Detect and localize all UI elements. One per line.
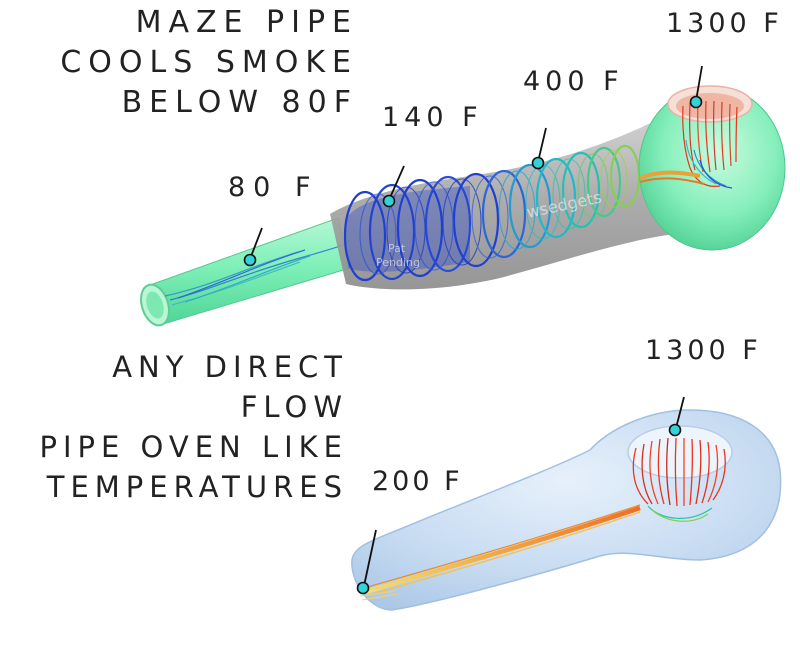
maze-pipe-heading: MAZE PIPE COOLS SMOKE BELOW 80F <box>60 3 358 123</box>
maze-pipe: Pat Pending wsedgets <box>140 65 786 327</box>
maze-coils <box>343 144 641 282</box>
heading-line: COOLS SMOKE <box>60 45 358 80</box>
watermark-line: Pending <box>376 256 420 269</box>
direct-flow-heading: ANY DIRECT FLOW PIPE OVEN LIKE TEMPERATU… <box>0 347 348 507</box>
direct-mouthpiece-temperature-label: 200 F <box>372 466 463 497</box>
temperature-marker <box>356 423 682 595</box>
heading-line: PIPE OVEN LIKE <box>39 430 348 464</box>
direct-flow-pipe <box>351 396 782 611</box>
maze-bowl <box>638 85 786 251</box>
upper-maze-temperature-label: 400 F <box>523 66 624 97</box>
mouthpiece-temperature-label: 80 F <box>228 172 319 203</box>
direct-bowl-temperature-label: 1300 F <box>645 335 762 366</box>
heading-line: TEMPERATURES <box>46 470 348 504</box>
watermark-line: Pat <box>388 242 406 255</box>
lower-maze-temperature-label: 140 F <box>382 102 483 133</box>
heading-line: MAZE PIPE <box>135 5 358 40</box>
maze-bowl-temperature-label: 1300 F <box>666 8 783 39</box>
temperature-marker <box>243 95 703 267</box>
heading-line: ANY DIRECT FLOW <box>112 350 348 424</box>
heading-line: BELOW 80F <box>121 85 358 120</box>
